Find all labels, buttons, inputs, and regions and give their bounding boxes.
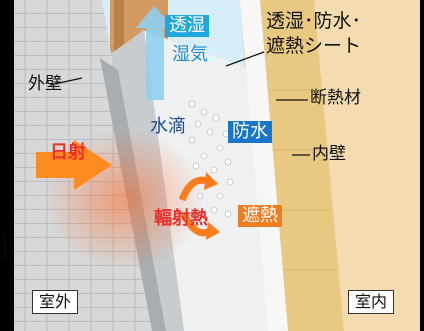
- heat-shield-badge: 遮熱: [238, 205, 282, 227]
- insulation-label: 断熱材: [310, 88, 361, 108]
- vapor-arrow: [136, 6, 174, 100]
- indoor-label: 室内: [348, 290, 395, 314]
- wall-structure-illustration: [14, 0, 420, 331]
- water-drops: [188, 100, 234, 224]
- edge-text-fragment: ::::: [4, 232, 7, 260]
- water-drops-label: 水滴: [150, 116, 186, 137]
- sunlight-label: 日射: [50, 142, 86, 163]
- radiant-heat-label: 輻射熱: [154, 208, 208, 229]
- inner-wall-panel: [314, 0, 420, 331]
- left-black-margin: ::::: [0, 0, 14, 331]
- diagram-frame: 外壁 透湿 湿気 透湿･防水･ 遮熱シート 断熱材 水滴 防水 内壁 日射 輻射…: [14, 0, 420, 331]
- outdoor-label: 室外: [32, 290, 79, 314]
- outer-wall-label: 外壁: [28, 74, 62, 94]
- sheet-label-line1: 透湿･防水･: [266, 10, 362, 32]
- breathable-badge: 透湿: [165, 15, 209, 37]
- sheet-label-line2: 遮熱シート: [266, 35, 362, 57]
- vapor-label: 湿気: [172, 44, 208, 65]
- sun-arrow: [36, 140, 112, 190]
- inner-wall-label: 内壁: [312, 144, 346, 164]
- waterproof-badge: 防水: [228, 121, 272, 143]
